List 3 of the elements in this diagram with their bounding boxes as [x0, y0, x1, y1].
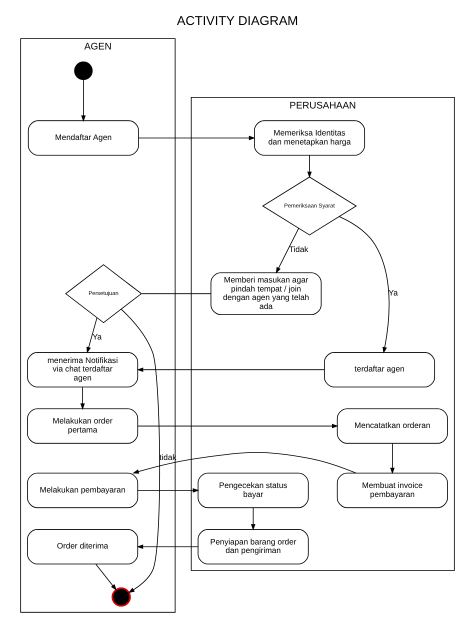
diagram-title: ACTIVITY DIAGRAM	[176, 12, 298, 28]
edge-label: Tidak	[288, 244, 308, 254]
edge-label: Ya	[92, 332, 102, 342]
